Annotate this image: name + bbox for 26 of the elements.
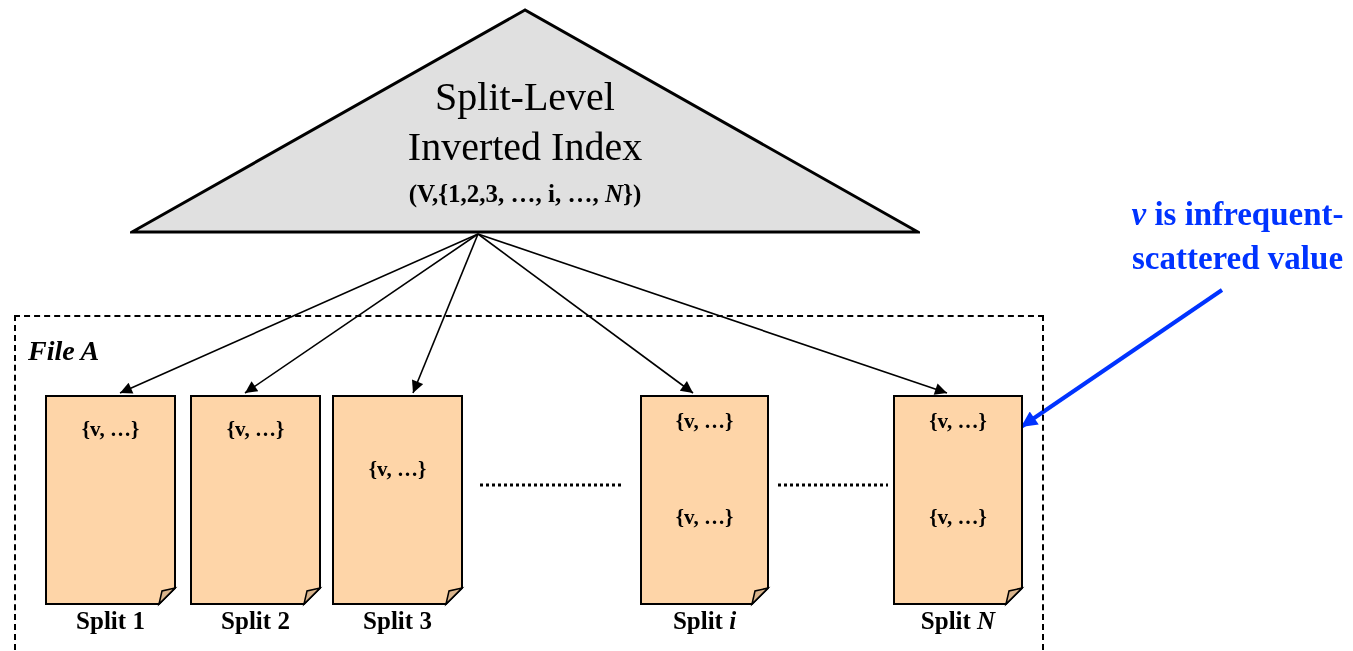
value-set: {v, …} xyxy=(675,409,734,434)
split-label: Split 1 xyxy=(76,607,145,635)
file-dashed-box xyxy=(14,315,1044,651)
callout-note: v is infrequent-scattered value xyxy=(1130,195,1345,278)
value-set: {v, …} xyxy=(675,505,734,530)
split-label: Split i xyxy=(672,607,737,635)
index-triangle xyxy=(130,8,920,234)
split-document xyxy=(45,395,176,605)
split-document xyxy=(640,395,769,605)
split-label: Split N xyxy=(920,607,996,635)
arrow xyxy=(477,233,694,394)
arrow xyxy=(244,233,479,394)
value-set: {v, …} xyxy=(368,457,427,482)
value-set: {v, …} xyxy=(226,417,285,442)
split-label: Split 3 xyxy=(363,607,432,635)
arrow xyxy=(412,233,479,394)
value-set: {v, …} xyxy=(929,505,987,530)
value-set: {v, …} xyxy=(81,417,140,442)
index-entry: (V,{1,2,3, …, i, …, N}) xyxy=(408,180,642,208)
file-label: File A xyxy=(28,335,100,367)
index-title: Split-Level Inverted Index xyxy=(406,73,644,171)
split-document xyxy=(893,395,1023,605)
split-label: Split 2 xyxy=(221,607,290,635)
split-document xyxy=(190,395,321,605)
value-set: {v, …} xyxy=(929,409,987,434)
split-document xyxy=(332,395,463,605)
